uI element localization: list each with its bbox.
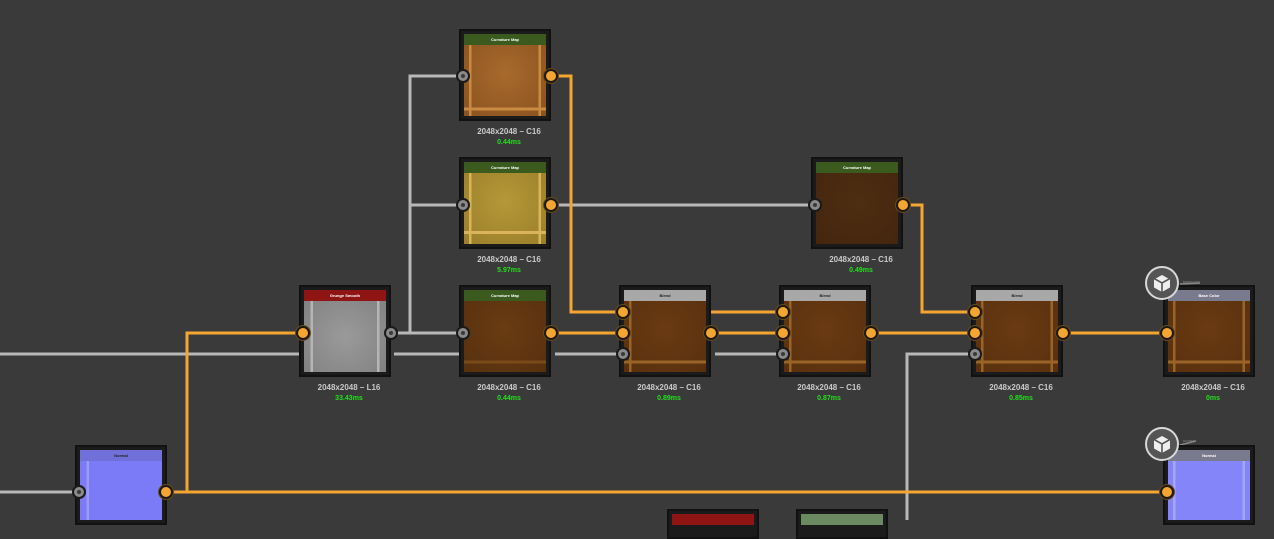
connection-wires [0,74,1201,520]
port-blend1-background[interactable] [616,326,630,340]
cube-icon[interactable] [1145,427,1179,461]
port-normal-output-input[interactable] [1160,485,1174,499]
wire-grunge-to-curvatures [391,74,462,335]
node-timing: 0.44ms [497,395,521,402]
node-resolution: 2048x2048 – C16 [477,127,541,136]
curvature-map-node-dark[interactable]: Curvature Map [811,157,903,249]
port-output-curvlow[interactable] [544,326,558,340]
node-header: Grunge Smooth [304,290,386,301]
normal-node-left[interactable]: Normal [75,445,167,525]
node-resolution: 2048x2048 – C16 [829,255,893,264]
node-header: Normal [80,450,162,461]
base-color-output-node[interactable]: Base Color [1163,285,1255,377]
port-blend2-mask[interactable] [776,347,790,361]
port-blend2-foreground[interactable] [776,305,790,319]
port-output-curvtop[interactable] [544,69,558,83]
node-timing: 33.43ms [335,395,363,402]
partial-node-green[interactable] [796,509,888,539]
blend-node-3[interactable]: Blend [971,285,1063,377]
port-normal-left-input[interactable] [72,485,86,499]
node-thumbnail [976,301,1058,372]
node-thumbnail [1168,461,1250,520]
node-header: Curvature Map [464,290,546,301]
blend-node-2[interactable]: Blend [779,285,871,377]
port-output-grunge[interactable] [384,326,398,340]
port-output-curvdark[interactable] [896,198,910,212]
node-header: Curvature Map [816,162,898,173]
port-input-curvlow[interactable] [456,326,470,340]
port-blend3-output[interactable] [1056,326,1070,340]
wire-blend3-mask [905,352,975,520]
port-blend1-mask[interactable] [616,347,630,361]
node-thumbnail [784,301,866,372]
node-timing: 0.49ms [849,267,873,274]
node-header: Blend [976,290,1058,301]
wire-normal-to-grunge [185,331,303,492]
normal-output-node[interactable]: Normal [1163,445,1255,525]
node-thumbnail [816,173,898,244]
blend-node-1[interactable]: Blend [619,285,711,377]
node-timing: 0.44ms [497,139,521,146]
node-header: Curvature Map [464,34,546,45]
node-header: Normal [1168,450,1250,461]
node-resolution: 2048x2048 – C16 [989,383,1053,392]
curvature-map-node-top[interactable]: Curvature Map [459,29,551,121]
node-header: Curvature Map [464,162,546,173]
port-blend2-background[interactable] [776,326,790,340]
node-resolution: 2048x2048 – C16 [477,383,541,392]
node-header: Blend [784,290,866,301]
node-thumbnail [464,173,546,244]
node-thumbnail [1168,301,1250,372]
output-icon-label: normal [1183,438,1196,443]
node-resolution: 2048x2048 – C16 [797,383,861,392]
port-output-curvmid[interactable] [544,198,558,212]
port-basecolor-input[interactable] [1160,326,1174,340]
wire-blend1-to-blend2 [711,310,783,335]
output-icon-label: basecolor [1183,279,1201,284]
node-timing: 0.87ms [817,395,841,402]
node-thumbnail [80,461,162,520]
node-timing: 0.89ms [657,395,681,402]
curvature-map-node-low[interactable]: Curvature Map [459,285,551,377]
port-blend1-output[interactable] [704,326,718,340]
node-header: Blend [624,290,706,301]
node-resolution: 2048x2048 – C16 [637,383,701,392]
curvature-map-node-mid[interactable]: Curvature Map [459,157,551,249]
partial-node-red[interactable] [667,509,759,539]
node-timing: 5.97ms [497,267,521,274]
wire-curvtop-to-blend1 [551,74,622,314]
wire-curvdark-to-blend3 [903,203,975,314]
port-blend2-output[interactable] [864,326,878,340]
node-timing: 0.85ms [1009,395,1033,402]
node-resolution: 2048x2048 – L16 [317,383,381,392]
port-input-curvdark[interactable] [808,198,822,212]
node-resolution: 2048x2048 – C16 [477,255,541,264]
port-input-curvtop[interactable] [456,69,470,83]
port-input-curvmid[interactable] [456,198,470,212]
node-thumbnail [464,45,546,116]
port-blend3-mask[interactable] [968,347,982,361]
node-thumbnail [624,301,706,372]
node-header: Base Color [1168,290,1250,301]
port-blend1-foreground[interactable] [616,305,630,319]
port-input-grunge[interactable] [296,326,310,340]
grunge-smooth-node[interactable]: Grunge Smooth [299,285,391,377]
node-thumbnail [304,301,386,372]
port-blend3-background[interactable] [968,326,982,340]
cube-icon[interactable] [1145,266,1179,300]
node-timing: 0ms [1205,395,1220,402]
node-resolution: 2048x2048 – C16 [1181,383,1245,392]
port-blend3-foreground[interactable] [968,305,982,319]
port-normal-left-output[interactable] [159,485,173,499]
node-thumbnail [464,301,546,372]
